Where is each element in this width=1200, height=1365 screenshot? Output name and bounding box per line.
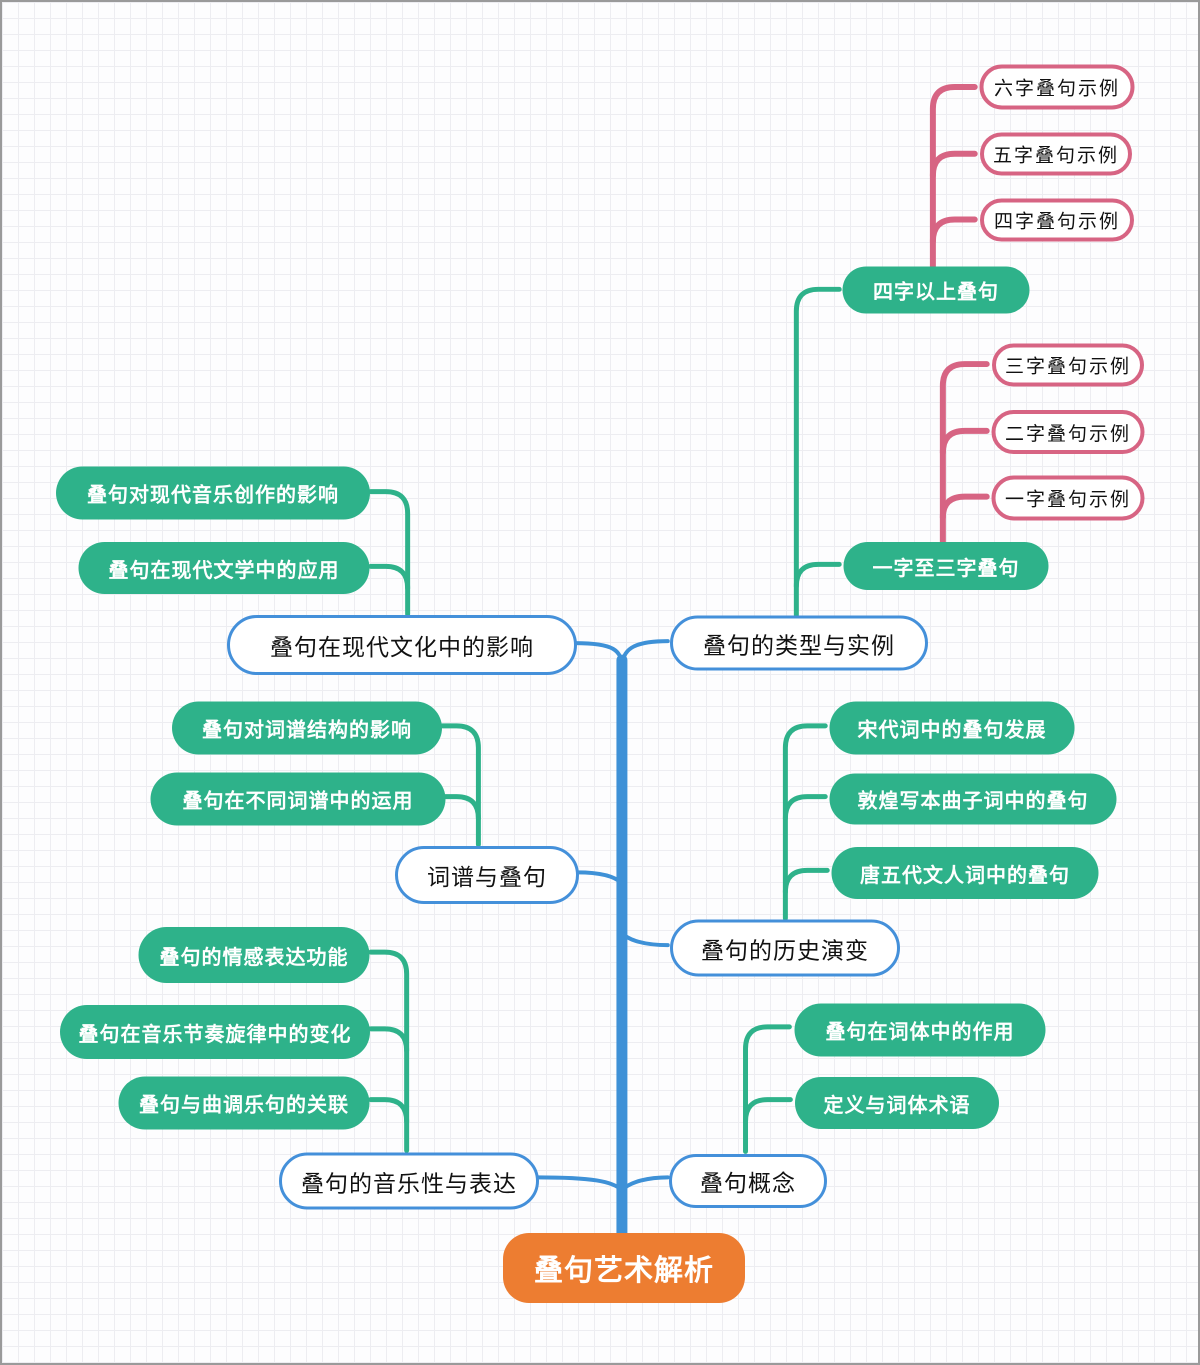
subtopic-node[interactable]: 叠句的情感表达功能	[138, 927, 370, 983]
subtopic-node[interactable]: 唐五代文人词中的叠句	[831, 847, 1099, 899]
subtopic-node[interactable]: 叠句对词谱结构的影响	[172, 701, 442, 755]
topic-node-musicality[interactable]: 叠句的音乐性与表达	[279, 1152, 539, 1210]
topic-node-concept[interactable]: 叠句概念	[669, 1154, 827, 1208]
subtopic-node[interactable]: 叠句对现代音乐创作的影响	[56, 466, 370, 520]
example-node[interactable]: 四字叠句示例	[980, 198, 1134, 242]
root-node[interactable]: 叠句艺术解析	[503, 1233, 745, 1303]
topic-node-modern-culture[interactable]: 叠句在现代文化中的影响	[227, 615, 577, 675]
example-node[interactable]: 一字叠句示例	[991, 475, 1145, 521]
topic-node-history[interactable]: 叠句的历史演变	[670, 919, 900, 977]
topic-node-types[interactable]: 叠句的类型与实例	[670, 615, 928, 671]
subtopic-node[interactable]: 叠句在不同词谱中的运用	[150, 772, 446, 826]
subtopic-node[interactable]: 定义与词体术语	[795, 1077, 999, 1129]
topic-connectors	[535, 639, 670, 1193]
subtopic-node[interactable]: 叠句在词体中的作用	[794, 1003, 1046, 1057]
subtopic-node[interactable]: 叠句在现代文学中的应用	[78, 542, 370, 594]
subtopic-node[interactable]: 宋代词中的叠句发展	[829, 701, 1075, 755]
example-node[interactable]: 三字叠句示例	[992, 343, 1144, 387]
example-node[interactable]: 六字叠句示例	[979, 64, 1135, 110]
subtopic-connectors	[368, 286, 842, 1154]
subtopic-node[interactable]: 叠句与曲调乐句的关联	[118, 1076, 370, 1130]
example-connectors	[929, 84, 990, 546]
topic-node-cipu[interactable]: 词谱与叠句	[395, 846, 579, 904]
example-node[interactable]: 五字叠句示例	[980, 132, 1132, 176]
subtopic-node-one-to-three[interactable]: 一字至三字叠句	[843, 542, 1049, 590]
subtopic-node[interactable]: 叠句在音乐节奏旋律中的变化	[60, 1005, 370, 1059]
subtopic-node[interactable]: 敦煌写本曲子词中的叠句	[829, 773, 1117, 825]
subtopic-node-four-plus[interactable]: 四字以上叠句	[842, 266, 1030, 314]
example-node[interactable]: 二字叠句示例	[991, 410, 1145, 454]
